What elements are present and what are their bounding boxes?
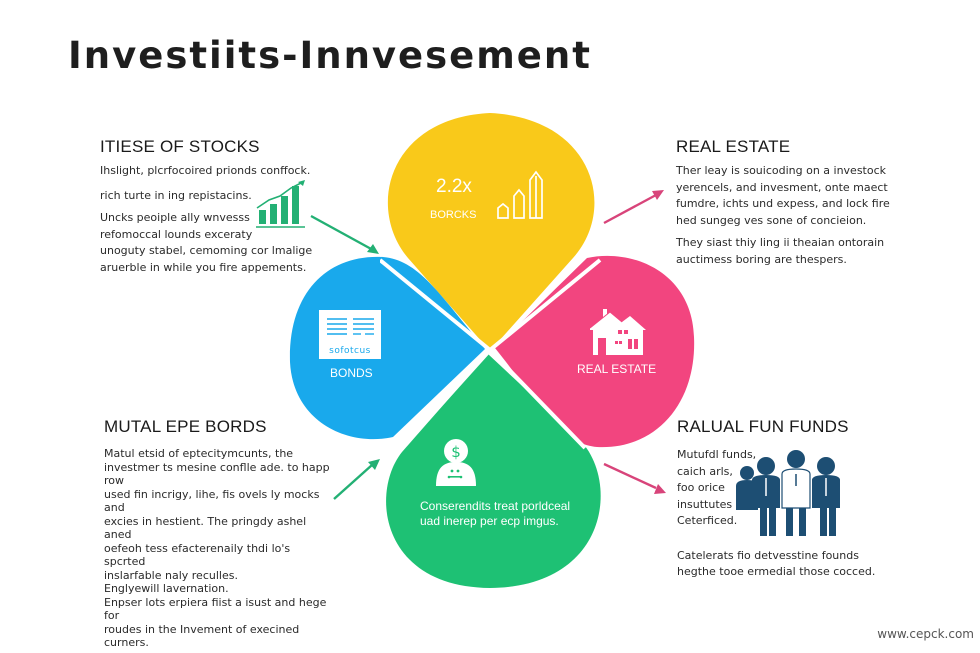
mutual-bonds-line: investmer ts mesine conflle ade. to happ… <box>104 460 330 488</box>
mutual-bonds-heading: MUTAL EPE BORDS <box>104 417 267 436</box>
mutual-funds-line: Mutufdl funds, <box>677 448 757 461</box>
real-estate-line: hed sungeg ves sone of concieion. <box>676 213 867 227</box>
mutual-funds-line: foo orice <box>677 481 725 494</box>
bonds-petal <box>289 256 485 440</box>
document-card-text: sofotcus <box>329 346 371 356</box>
mutual-bonds-line: roudes in the Invement of execined curne… <box>104 622 300 650</box>
mutual-funds-line: caich arls, <box>677 464 733 478</box>
stocks-line: refomoccal lounds exceraty <box>100 227 253 241</box>
real-estate-line: Ther leay is souicoding on a investock <box>676 164 887 177</box>
real-estate-panel: REAL ESTATE Ther leay is souicoding on a… <box>676 137 906 268</box>
real-estate-line: auctimess boring are thespers. <box>676 252 847 266</box>
mutual-funds-line: insuttutes <box>677 497 733 511</box>
page-title: Investiits-Innvesement <box>68 34 592 77</box>
document-icon: sofotcus <box>319 310 381 359</box>
petal-text-line: uad inerep per ecp imgus. <box>420 514 559 528</box>
mutual-bonds-line: oefeoh tess efacterenaily thdi lo's spcr… <box>104 541 291 569</box>
mutual-bonds-line: Matul etsid of eptecitymcunts, the <box>104 447 294 460</box>
stocks-petal <box>387 113 595 351</box>
mutual-bonds-line: used fin incrigy, lihe, fis ovels ly moc… <box>104 487 320 515</box>
business-people-icon <box>736 450 840 536</box>
stocks-petal-value: 2.2x <box>436 176 472 197</box>
arrow-stocks <box>310 214 379 254</box>
bonds-petal-label: BONDS <box>330 366 373 380</box>
stocks-panel: ITIESE OF STOCKS Ihslight, plcrfocoired … <box>100 137 330 276</box>
mutual-bonds-line: excies in hestient. The pringdy ashel an… <box>104 514 307 542</box>
real-estate-line: yerencels, and invesment, onte maect <box>676 180 888 194</box>
real-estate-line: fumdre, ichts und expess, and lock fire <box>676 197 890 210</box>
stocks-line: Ihslight, plcrfocoired prionds conffock. <box>100 164 311 177</box>
mutual-funds-panel: RALUAL FUN FUNDS Mutufdl funds, caich ar… <box>677 417 897 581</box>
arrow-mutual-bonds <box>333 459 380 500</box>
real-estate-petal-label: REAL ESTATE <box>577 362 657 376</box>
mutual-bonds-line: Englyewill lavernation. <box>104 582 229 595</box>
stocks-line: aruerble in while you fire appements. <box>100 260 307 274</box>
bar-growth-icon <box>497 170 543 219</box>
svg-text:$: $ <box>451 443 461 461</box>
arrow-mutual-funds <box>603 462 666 494</box>
watermark: www.cepck.com <box>877 627 974 641</box>
mutual-funds-petal-text: Conserendits treat porldceal uad inerep … <box>420 499 570 529</box>
mutual-funds-footer-line: Catelerats fio detvesstine founds <box>677 548 859 562</box>
mutual-funds-line: Ceterficed. <box>677 514 738 527</box>
stocks-line: Uncks peoiple ally wnvesss <box>100 211 250 224</box>
bar-chart-up-icon <box>256 180 305 228</box>
real-estate-line: They siast thiy ling ii theaian ontorain <box>676 236 885 249</box>
house-icon <box>589 309 646 355</box>
real-estate-heading: REAL ESTATE <box>676 137 791 156</box>
mutual-funds-petal <box>386 354 601 588</box>
mutual-bonds-panel: MUTAL EPE BORDS Matul etsid of eptecitym… <box>104 417 334 650</box>
petal-text-line: Conserendits treat porldceal <box>420 499 571 513</box>
stocks-line: unoguty stabel, cemoming cor lmalige <box>100 244 313 257</box>
stocks-petal-label: BORCKS <box>430 209 477 221</box>
mutual-funds-footer-line: hegthe tooe ermedial those cocced. <box>677 565 876 578</box>
mutual-funds-heading: RALUAL FUN FUNDS <box>677 417 849 436</box>
investor-dollar-icon: $ <box>436 439 476 486</box>
petal-separators <box>380 258 602 452</box>
stocks-line: rich turte in ing repistacins. <box>100 188 252 202</box>
mutual-bonds-line: Enpser lots erpiera fiist a isust and he… <box>104 595 327 623</box>
arrow-real-estate <box>603 190 664 225</box>
stocks-heading: ITIESE OF STOCKS <box>100 137 260 156</box>
mutual-bonds-line: inslarfable naly reculles. <box>104 568 238 582</box>
